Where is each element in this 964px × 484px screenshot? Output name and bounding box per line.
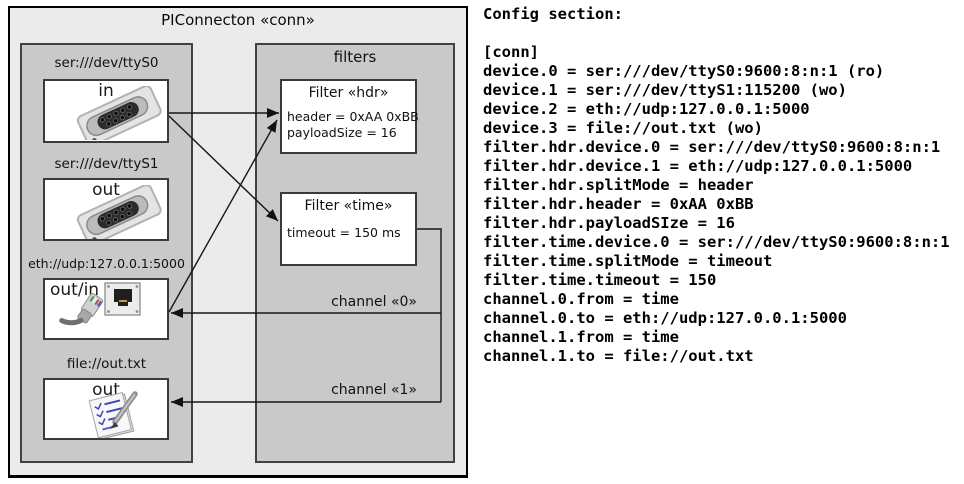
- device-direction-label: in: [98, 81, 114, 101]
- devices-panel: ser:///dev/ttyS0 in: [20, 43, 193, 463]
- channel-1-label: channel «1»: [331, 382, 417, 398]
- filters-panel: filters Filter «hdr» header = 0xAA 0xBB …: [255, 43, 455, 463]
- piconnection-box: PIConnecton «conn» ser:///dev/ttyS0 in: [8, 6, 468, 478]
- ethernet-cable-icon: [59, 292, 104, 326]
- filter-attributes: timeout = 150 ms: [287, 225, 401, 240]
- filter-attributes: header = 0xAA 0xBB payloadSize = 16: [287, 109, 419, 140]
- filter-box-time: Filter «time» timeout = 150 ms: [280, 192, 417, 266]
- device-direction-label: out/in: [50, 280, 100, 300]
- serial-connector-icon: [76, 185, 162, 239]
- device-url-label: ser:///dev/ttyS0: [54, 55, 159, 71]
- filter-box-hdr: Filter «hdr» header = 0xAA 0xBB payloadS…: [280, 79, 419, 154]
- channel-0-label: channel «0»: [331, 294, 417, 310]
- device-box-eth: out/in: [43, 278, 169, 340]
- device-direction-label: out: [92, 180, 120, 200]
- ethernet-jack-icon: [104, 282, 141, 316]
- config-section-body: [conn] device.0 = ser:///dev/ttyS0:9600:…: [483, 43, 950, 365]
- config-section-heading: Config section:: [483, 5, 623, 23]
- filters-panel-title: filters: [333, 48, 377, 66]
- device-url-label: eth://udp:127.0.0.1:5000: [28, 256, 185, 271]
- device-box-ttys1: out: [43, 178, 169, 241]
- notepad-icon: [88, 391, 138, 438]
- diagram-title: PIConnecton «conn»: [161, 11, 315, 29]
- serial-connector-icon: [76, 86, 162, 140]
- filter-title: Filter «time»: [304, 198, 393, 214]
- device-box-file: out: [43, 378, 169, 440]
- device-url-label: file://out.txt: [66, 356, 147, 372]
- device-url-label: ser:///dev/ttyS1: [54, 156, 159, 172]
- filter-title: Filter «hdr»: [308, 85, 389, 101]
- device-box-ttys0: in: [43, 79, 169, 143]
